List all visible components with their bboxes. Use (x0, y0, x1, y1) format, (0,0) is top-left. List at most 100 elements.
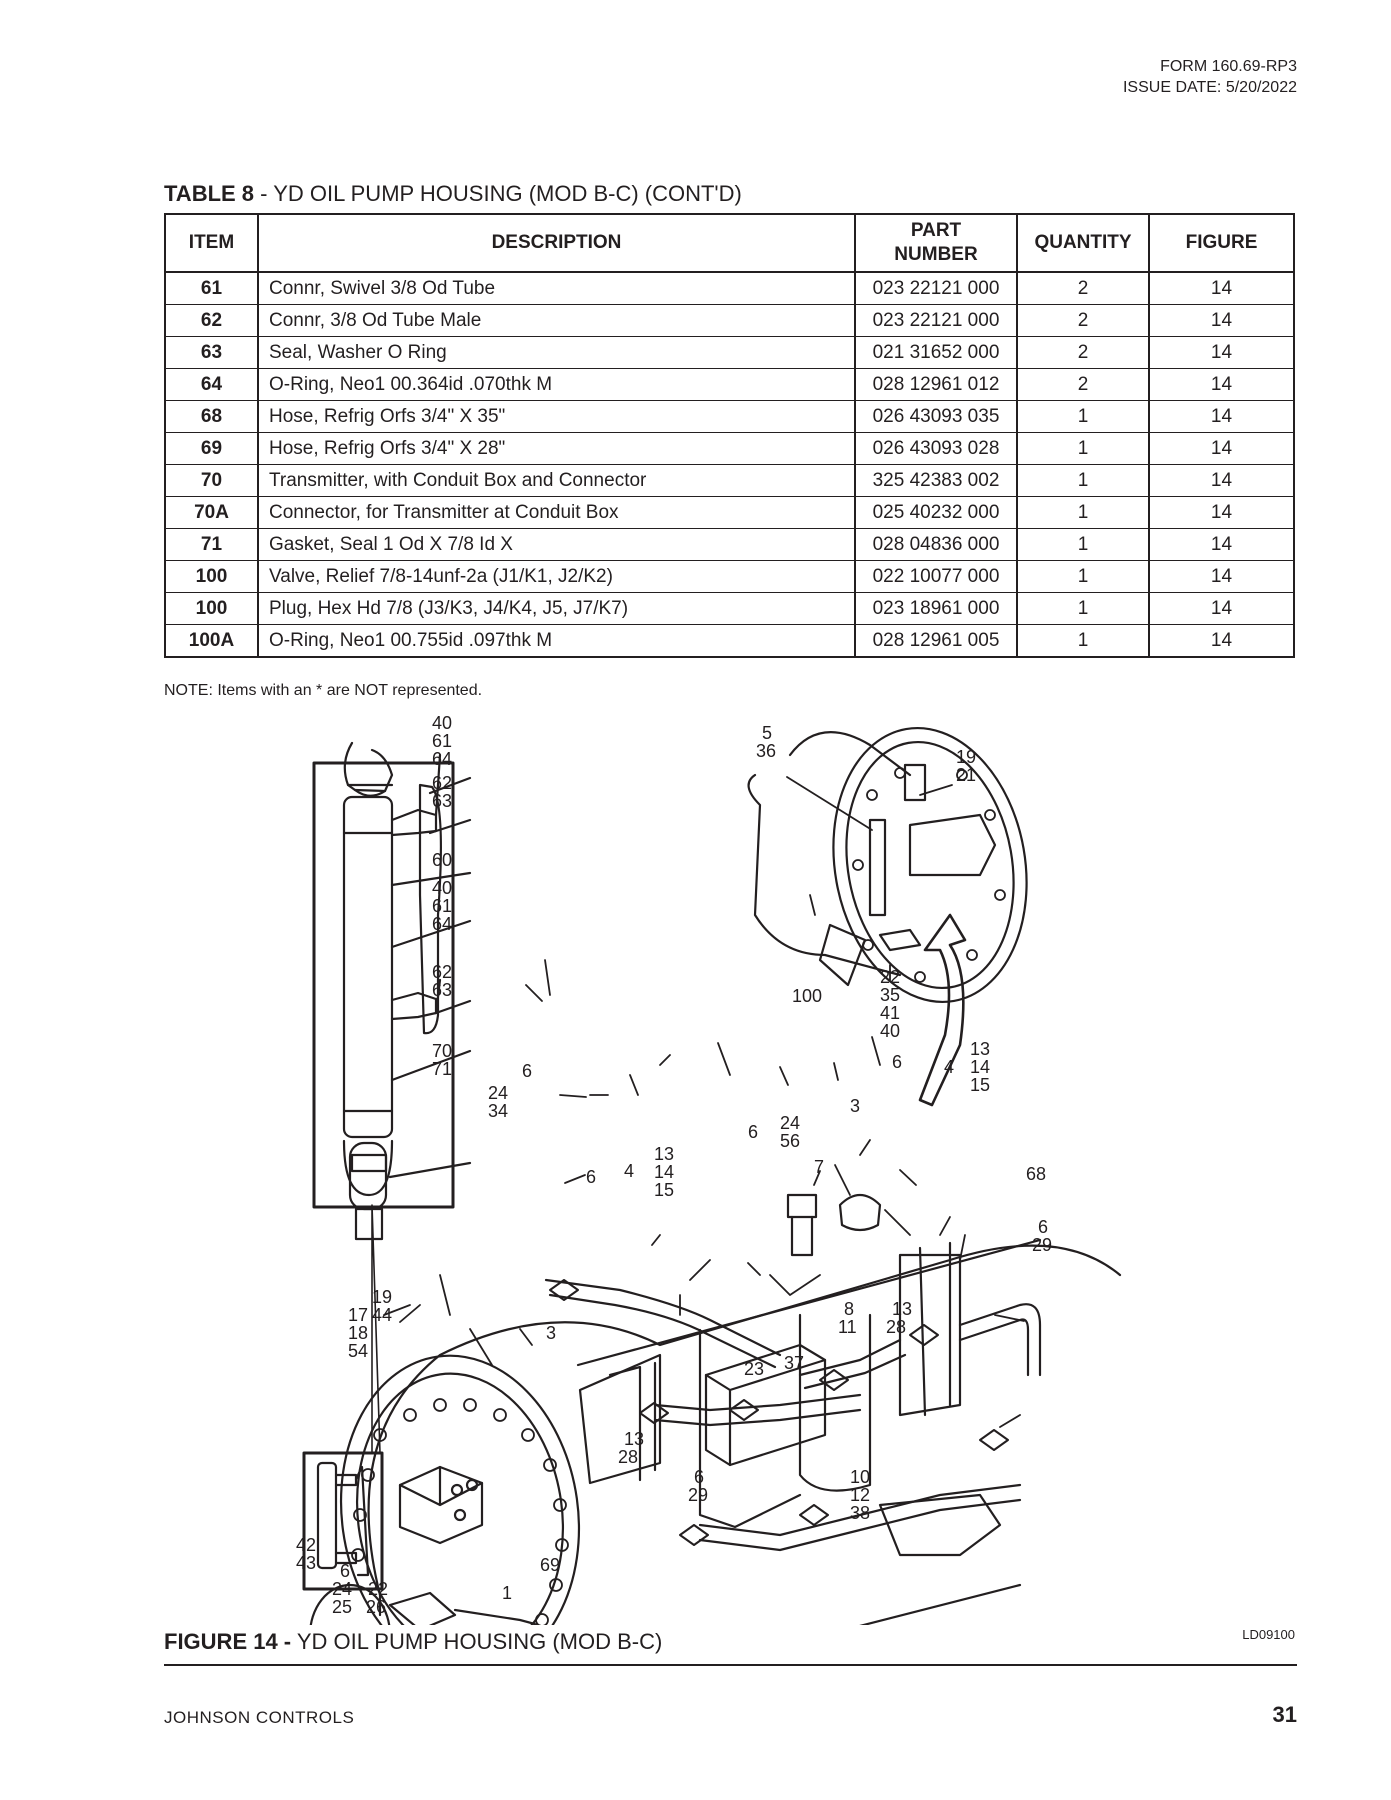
callout-label: 24 (780, 1113, 800, 1133)
callout-label: 100 (792, 986, 822, 1006)
callout-label: 6 (748, 1122, 758, 1142)
drawing-id: LD09100 (1242, 1627, 1295, 1642)
callout-label: 10 (850, 1467, 870, 1487)
quantity-cell: 1 (1016, 432, 1150, 465)
callout-label: 17 (348, 1305, 368, 1325)
callout-label: 28 (886, 1317, 906, 1337)
callout-label: 1 (502, 1583, 512, 1603)
figure-cell: 14 (1148, 271, 1295, 305)
callout-label: 13 (624, 1429, 644, 1449)
figure-caption-text: YD OIL PUMP HOUSING (MOD B-C) (291, 1629, 663, 1654)
part-number-cell: 023 22121 000 (854, 304, 1018, 337)
quantity-cell: 1 (1016, 560, 1150, 593)
part-number-cell: 028 12961 005 (854, 624, 1018, 658)
item-cell: 100 (164, 560, 259, 593)
callout-label: 29 (688, 1485, 708, 1505)
quantity-cell: 2 (1016, 368, 1150, 401)
callout-label: 19 (956, 747, 976, 767)
figure-cell: 14 (1148, 592, 1295, 625)
callout-label: 61 (432, 731, 452, 751)
part-number-cell: 026 43093 028 (854, 432, 1018, 465)
callout-label: 11 (838, 1317, 857, 1337)
table-note: NOTE: Items with an * are NOT represente… (164, 682, 483, 699)
callout-label: 13 (892, 1299, 912, 1319)
form-number: FORM 160.69-RP3 (1160, 58, 1297, 75)
description-cell: O-Ring, Neo1 00.755id .097thk M (257, 624, 856, 658)
callout-label: 60 (432, 850, 452, 870)
item-cell: 62 (164, 304, 259, 337)
quantity-cell: 1 (1016, 400, 1150, 433)
callout-label: 36 (756, 741, 776, 761)
callout-label: 25 (332, 1597, 352, 1617)
figure-cell: 14 (1148, 496, 1295, 529)
item-cell: 100 (164, 592, 259, 625)
quantity-cell: 1 (1016, 592, 1150, 625)
callout-label: 7 (814, 1157, 824, 1177)
item-cell: 61 (164, 271, 259, 305)
callout-label: 19 (372, 1287, 392, 1307)
callout-label: 6 (340, 1561, 350, 1581)
description-cell: Connector, for Transmitter at Conduit Bo… (257, 496, 856, 529)
table-title-label: TABLE 8 (164, 181, 255, 206)
figure-cell: 14 (1148, 560, 1295, 593)
figure-cell: 14 (1148, 624, 1295, 658)
callout-label: 5 (762, 723, 772, 743)
figure-cell: 14 (1148, 400, 1295, 433)
description-cell: Transmitter, with Conduit Box and Connec… (257, 464, 856, 497)
table-title: TABLE 8 - YD OIL PUMP HOUSING (MOD B-C) … (164, 181, 742, 207)
description-cell: Plug, Hex Hd 7/8 (J3/K3, J4/K4, J5, J7/K… (257, 592, 856, 625)
callout-label: 40 (432, 715, 452, 733)
part-number-header-line1: PART (910, 220, 962, 241)
callout-label: 63 (432, 980, 452, 1000)
callout-label: 14 (654, 1162, 674, 1182)
figure-caption: FIGURE 14 - YD OIL PUMP HOUSING (MOD B-C… (164, 1629, 662, 1655)
part-number-cell: 023 22121 000 (854, 271, 1018, 305)
column-header-figure: FIGURE (1148, 213, 1295, 273)
callout-label: 15 (654, 1180, 674, 1200)
callout-label: 6 (892, 1052, 902, 1072)
callout-label: 6 (522, 1061, 532, 1081)
figure-cell: 14 (1148, 464, 1295, 497)
callout-label: 62 (432, 773, 452, 793)
figure-cell: 14 (1148, 304, 1295, 337)
item-cell: 100A (164, 624, 259, 658)
callout-label: 40 (432, 878, 452, 898)
exploded-view-drawing: 40 40 61 64 62 63 60 40 61 64 62 63 70 7… (296, 635, 1122, 1727)
callout-label: 69 (540, 1555, 560, 1575)
figure-caption-label: FIGURE 14 - (164, 1629, 292, 1654)
callout-label: 44 (372, 1305, 392, 1325)
quantity-cell: 2 (1016, 304, 1150, 337)
callout-label: 4 (944, 1057, 954, 1077)
figure-cell: 14 (1148, 336, 1295, 369)
figure-cell: 14 (1148, 432, 1295, 465)
callout-label: 6 (586, 1167, 596, 1187)
issue-date: ISSUE DATE: 5/20/2022 (1122, 79, 1297, 96)
callout-label: 37 (784, 1353, 804, 1373)
callout-label: 13 (654, 1144, 674, 1164)
callout-label: 6 (1038, 1217, 1048, 1237)
figure-cell: 14 (1148, 528, 1295, 561)
callout-label: 8 (844, 1299, 854, 1319)
description-cell: Valve, Relief 7/8-14unf-2a (J1/K1, J2/K2… (257, 560, 856, 593)
callout-label: 3 (850, 1096, 860, 1116)
callout-label: 29 (1032, 1235, 1052, 1255)
page-number: 31 (1272, 1702, 1297, 1727)
filter-detail-inset (312, 761, 455, 1209)
callout-label: 54 (348, 1341, 368, 1361)
description-cell: O-Ring, Neo1 00.364id .070thk M (257, 368, 856, 401)
item-cell: 64 (164, 368, 259, 401)
table-title-text: - YD OIL PUMP HOUSING (MOD B-C) (CONT'D) (254, 181, 742, 206)
column-header-quantity: QUANTITY (1016, 213, 1150, 273)
figure-cell: 14 (1148, 368, 1295, 401)
callout-label: 13 (970, 1039, 990, 1059)
callout-label: 71 (432, 1059, 452, 1079)
footer-divider (164, 1664, 1297, 1666)
part-number-cell: 325 42383 002 (854, 464, 1018, 497)
